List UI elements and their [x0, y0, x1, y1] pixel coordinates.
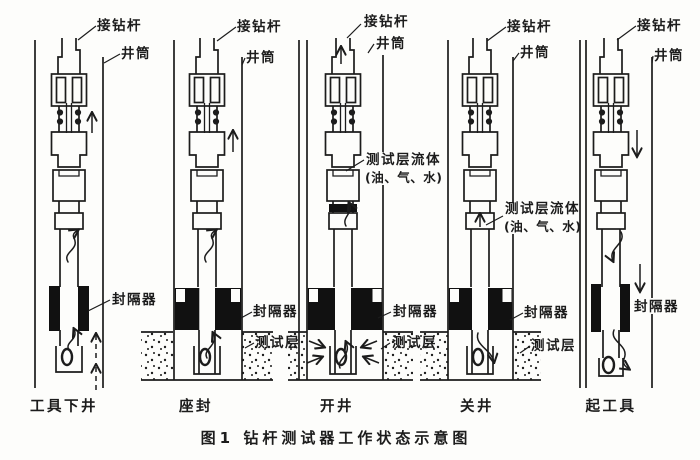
stage2-caption: 座封 [178, 397, 213, 415]
stage4-label-leaders [485, 26, 531, 354]
inflow-arrow-left [306, 357, 322, 363]
bypass-flow-arrow [66, 230, 78, 263]
stage2-packer-set: 接钻杆 井筒 封隔器 测试层 座封 [141, 18, 300, 415]
shut-in-flow-arrow [476, 332, 494, 362]
stage1-label-leaders [77, 25, 121, 312]
wellbore-label: 井筒 [376, 35, 406, 52]
stage1-tailpipe [55, 330, 83, 373]
stage1-tool-drawing [50, 37, 88, 288]
stage5-pull-tool: 接钻杆 井筒 封隔器 起工具 [579, 17, 684, 415]
packer-label: 封隔器 [524, 304, 569, 321]
stage3-label-leaders [345, 23, 392, 350]
connect-drill-pipe-label: 接钻杆 [364, 13, 409, 30]
label-backing [631, 298, 684, 314]
test-zone-label: 测试层 [531, 337, 576, 354]
zone-fluid-label-line1: 测试层流体 [505, 200, 580, 217]
stage1-tool-going-downhole: 接钻杆 井筒 封隔器 工具下井 [30, 17, 157, 415]
connect-drill-pipe-label: 接钻杆 [237, 18, 282, 35]
stage3-port-oval [334, 347, 348, 367]
zone-fluid-label-line2: (油、气、水) [504, 219, 581, 234]
stage4-formation [420, 331, 541, 381]
wellbore-label: 井筒 [520, 44, 550, 61]
stage3-flow-arrows [306, 47, 380, 369]
stage2-label-leaders [216, 26, 255, 349]
stage4-caption: 关井 [460, 397, 494, 415]
test-zone-label: 测试层 [255, 334, 300, 351]
stage3-packer-seal [307, 288, 383, 330]
stage5-tailpipe [598, 330, 624, 377]
stage2-flow-arrows [204, 131, 233, 359]
stage4-flow-arrows [477, 214, 494, 362]
bypass-flow-arrow [204, 230, 216, 263]
stage1-flow-arrows [66, 113, 96, 390]
connect-drill-pipe-label: 接钻杆 [507, 18, 552, 35]
stage4-packer-seal [448, 288, 513, 330]
valve-flow-arrow [344, 203, 350, 227]
wellbore-label: 井筒 [654, 47, 684, 64]
zone-fluid-label-line2: (油、气、水) [365, 170, 442, 185]
stage1-packer-unset [49, 286, 89, 331]
stage3-well-open: 接钻杆 井筒 测试层流体 (油、气、水) 封隔器 测试层 开井 [288, 13, 450, 415]
inflow-arrow-left [308, 341, 324, 347]
stage5-packer-unset [591, 284, 630, 332]
tail-flow-arrow [338, 342, 347, 369]
stage2-tool-drawing [188, 37, 226, 288]
label-backing [362, 152, 450, 185]
stage5-label-leaders [616, 25, 654, 64]
stage5-flow-arrows [612, 130, 640, 369]
stage3-formation [288, 331, 413, 381]
stage5-tool-drawing [592, 37, 630, 288]
inflow-arrow-right [364, 357, 380, 363]
stage2-formation [141, 331, 273, 381]
stage2-packer-seal [174, 288, 242, 330]
stage5-wellbore-lines [579, 40, 653, 388]
inflow-arrow-right [362, 341, 378, 347]
label-backing [501, 202, 578, 234]
tail-down-arrow [612, 329, 629, 369]
stage3-caption: 开井 [320, 397, 354, 415]
packer-label: 封隔器 [393, 303, 438, 320]
stage5-port-oval [601, 355, 616, 375]
stage2-port-oval [198, 347, 212, 367]
stage2-wellbore-lines [173, 40, 243, 380]
tail-flow-arrow [67, 329, 75, 351]
stage5-caption: 起工具 [585, 398, 637, 415]
stage4-well-shut: 接钻杆 井筒 测试层流体 (油、气、水) 封隔器 测试层 关井 [420, 18, 581, 415]
wellbore-label: 井筒 [121, 45, 151, 62]
stage3-tool-drawing [324, 37, 362, 288]
wellbore-label: 井筒 [246, 49, 276, 66]
packer-label: 封隔器 [634, 298, 679, 315]
packer-label: 封隔器 [253, 303, 298, 320]
figure-caption: 图1 钻杆测试器工作状态示意图 [201, 429, 472, 447]
stage1-caption: 工具下井 [30, 397, 98, 415]
stage1-wellbore-lines [34, 40, 104, 388]
stage3-wellbore-lines [298, 40, 384, 380]
stage2-tailpipe [193, 330, 221, 375]
stage3-tailpipe [329, 330, 357, 375]
packer-label: 封隔器 [112, 291, 157, 308]
connect-drill-pipe-label: 接钻杆 [97, 17, 142, 34]
tail-flow-arrow [205, 333, 214, 359]
zone-fluid-label-line1: 测试层流体 [366, 151, 441, 168]
stage3-open-valve [329, 204, 357, 212]
stage4-tool-drawing [461, 37, 499, 288]
bypass-down-arrow [612, 231, 623, 261]
stage4-port-oval [471, 347, 485, 367]
stage1-port-oval [60, 347, 74, 367]
connect-drill-pipe-label: 接钻杆 [637, 17, 682, 34]
